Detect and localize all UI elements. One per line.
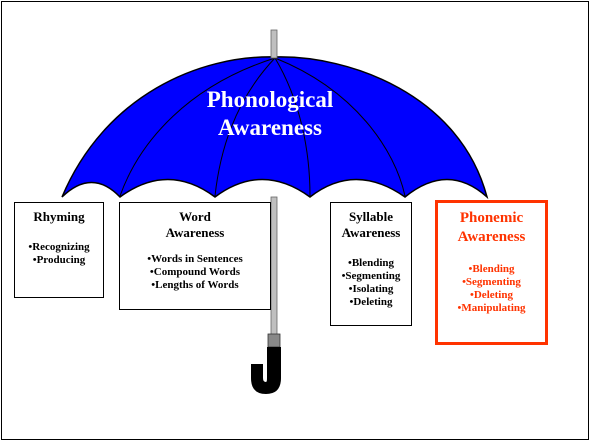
list-item: •Words in Sentences: [147, 253, 243, 265]
umbrella-rib: [274, 57, 311, 197]
box-heading: Syllable: [348, 209, 394, 224]
umbrella-collar: [267, 333, 281, 348]
box-heading: Awareness: [457, 229, 526, 245]
list-item: •Producing: [32, 254, 86, 266]
list-item: •Segmenting: [341, 270, 401, 282]
box-heading: Awareness: [165, 225, 225, 240]
umbrella-rib: [274, 57, 406, 197]
umbrella-handle: [251, 347, 281, 394]
box-heading: Rhyming: [33, 209, 85, 224]
list-item: •Recognizing: [28, 241, 90, 253]
umbrella-rib: [214, 57, 276, 197]
box-heading: Word: [179, 209, 211, 224]
umbrella-canopy: [61, 56, 489, 200]
umbrella-rib: [119, 57, 276, 197]
list-item: •Deleting: [470, 289, 513, 301]
list-item: •Lengths of Words: [151, 279, 239, 291]
list-item: •Compound Words: [149, 266, 241, 278]
list-item: •Isolating: [348, 283, 394, 295]
list-item: •Blending: [347, 257, 395, 269]
box-heading: Awareness: [341, 225, 401, 240]
rhyming-box: Rhyming •Recognizing •Producing: [14, 202, 104, 298]
list-item: •Deleting: [349, 296, 393, 308]
title-line: Awareness: [218, 115, 322, 140]
box-heading: Phonemic: [459, 210, 524, 226]
list-item: •Blending: [468, 263, 515, 275]
phonemic-awareness-box: Phonemic Awareness •Blending •Segmenting…: [435, 200, 548, 345]
list-item: •Manipulating: [457, 302, 526, 314]
syllable-awareness-box: Syllable Awareness •Blending •Segmenting…: [330, 202, 412, 326]
umbrella-shaft: [270, 196, 278, 336]
title-line: Phonological: [206, 87, 334, 112]
umbrella-shaft-top: [270, 29, 278, 59]
word-awareness-box: Word Awareness •Words in Sentences •Comp…: [119, 202, 271, 310]
list-item: •Segmenting: [462, 276, 521, 288]
page-title: Phonological Awareness: [170, 86, 370, 142]
